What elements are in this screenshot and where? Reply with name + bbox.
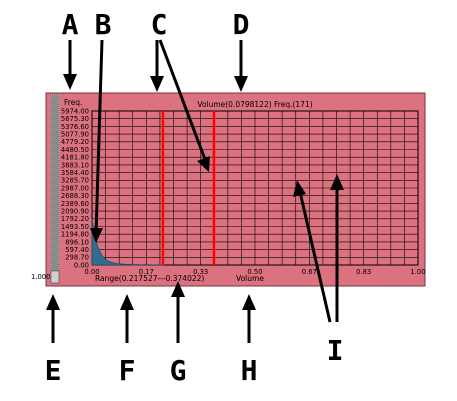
y-tick-label: 3584.40 [61,169,89,177]
callout-f: F [119,354,136,387]
callout-g: G [170,354,187,387]
arrowhead-d [234,76,248,92]
y-tick-label: 298.70 [65,254,89,262]
y-tick-label: 2090.90 [61,208,89,216]
callout-e: E [45,354,62,387]
callout-arrowheads [46,74,344,310]
y-tick-label: 2389.60 [61,200,89,208]
arrowhead-c2 [197,156,210,172]
x-tick-label: 0.67 [302,268,317,276]
callout-i: I [327,334,344,367]
slider-value: 1.000 [31,273,50,281]
y-tick-label: 4779.20 [61,138,89,146]
y-tick-label: 5376.60 [61,123,89,131]
y-tick-label: 4181.80 [61,154,89,162]
arrowhead-a [63,74,77,90]
arrowhead-c1 [150,76,164,92]
arrowhead-b [90,228,103,243]
y-tick-label: 5077.90 [61,131,89,139]
arrowhead-i1 [293,180,306,197]
y-tick-label: 2987.00 [61,184,89,192]
x-tick-label: 0.17 [139,268,154,276]
freq-axis-label: Freq. [64,98,82,107]
x-tick-label: 1.00 [410,268,425,276]
y-tick-label: 5974.00 [61,107,89,115]
arrow-i1 [298,191,332,323]
x-tick-label: 0.00 [84,268,99,276]
y-tick-label: 5675.30 [61,115,89,123]
x-axis-ticks: 0.00 0.17 0.33 0.50 0.67 0.83 1.00 [84,268,425,276]
y-axis-ticks: 5974.005675.305376.605077.904779.204480.… [61,107,89,269]
x-tick-label: 0.33 [193,268,208,276]
range-readout: Range(0.217527---0.374022) [95,274,204,283]
arrowhead-h [242,294,256,310]
y-tick-label: 3285.70 [61,177,89,185]
callout-d: D [233,8,250,41]
callout-arrows [51,39,339,343]
plot-grid [92,111,418,265]
vertical-slider[interactable] [50,94,60,284]
callout-a: A [62,8,79,41]
arrowhead-f [120,294,134,310]
y-tick-label: 1493.50 [61,223,89,231]
slider-thumb[interactable] [50,270,60,284]
arrowhead-e [46,294,60,310]
x-axis-label: Volume [236,274,264,283]
y-tick-label: 1194.80 [61,231,89,239]
x-tick-label: 0.50 [247,268,262,276]
y-tick-label: 597.40 [65,246,89,254]
callout-c: C [151,8,168,41]
y-tick-label: 1792.20 [61,215,89,223]
y-tick-label: 3883.10 [61,161,89,169]
y-tick-label: 2688.30 [61,192,89,200]
arrowhead-i2 [330,174,344,190]
header-readout: Volume(0.0798122) Freq.(171) [197,100,312,109]
arrow-b [94,39,104,235]
callout-h: H [241,354,258,387]
y-tick-label: 4480.50 [61,146,89,154]
y-tick-label: 0.00 [74,261,89,269]
histogram-widget: 1.000 Freq. Volume(0.0798122) Freq.(171)… [31,92,426,287]
arrowhead-g [171,281,185,297]
x-tick-label: 0.83 [356,268,371,276]
y-tick-label: 896.10 [65,238,89,246]
arrow-c2 [158,39,208,163]
histogram-curve [91,218,165,266]
callout-b: B [95,8,112,41]
